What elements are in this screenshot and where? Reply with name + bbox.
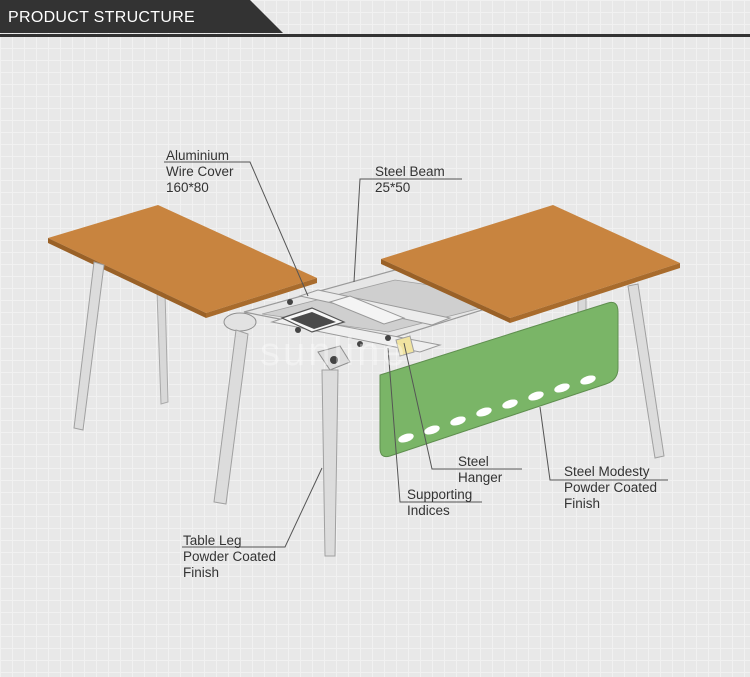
callout-modesty-line3: Finish (564, 496, 657, 512)
callout-modesty-line2: Powder Coated (564, 480, 657, 496)
leg-top-cap (224, 313, 256, 331)
callout-supporting-line2: Indices (407, 503, 472, 519)
callout-steel-beam-line1: Steel Beam (375, 164, 445, 180)
rear-left-leg (157, 292, 168, 404)
front-left-leg (74, 262, 104, 430)
callout-modesty-line1: Steel Modesty (564, 464, 657, 480)
callout-wire-cover-line3: 160*80 (166, 180, 234, 196)
center-leg (322, 370, 338, 556)
callout-table-leg-line2: Powder Coated (183, 549, 276, 565)
callout-table-leg-line3: Finish (183, 565, 276, 581)
callout-wire-cover-line2: Wire Cover (166, 164, 234, 180)
callout-wire-cover: Aluminium Wire Cover 160*80 (166, 148, 234, 196)
callout-steel-hanger: Steel Hanger (458, 454, 502, 486)
callout-wire-cover-line1: Aluminium (166, 148, 234, 164)
callout-steel-hanger-line1: Steel (458, 454, 502, 470)
callout-supporting: Supporting Indices (407, 487, 472, 519)
front-right-leg (628, 284, 664, 458)
callout-modesty: Steel Modesty Powder Coated Finish (564, 464, 657, 512)
callout-table-leg-line1: Table Leg (183, 533, 276, 549)
callout-steel-beam-line2: 25*50 (375, 180, 445, 196)
watermark: sunline (260, 330, 408, 375)
middle-left-leg (214, 330, 248, 504)
callout-steel-hanger-line2: Hanger (458, 470, 502, 486)
callout-table-leg: Table Leg Powder Coated Finish (183, 533, 276, 581)
callout-supporting-line1: Supporting (407, 487, 472, 503)
left-tabletop (48, 205, 317, 318)
callout-steel-beam: Steel Beam 25*50 (375, 164, 445, 196)
